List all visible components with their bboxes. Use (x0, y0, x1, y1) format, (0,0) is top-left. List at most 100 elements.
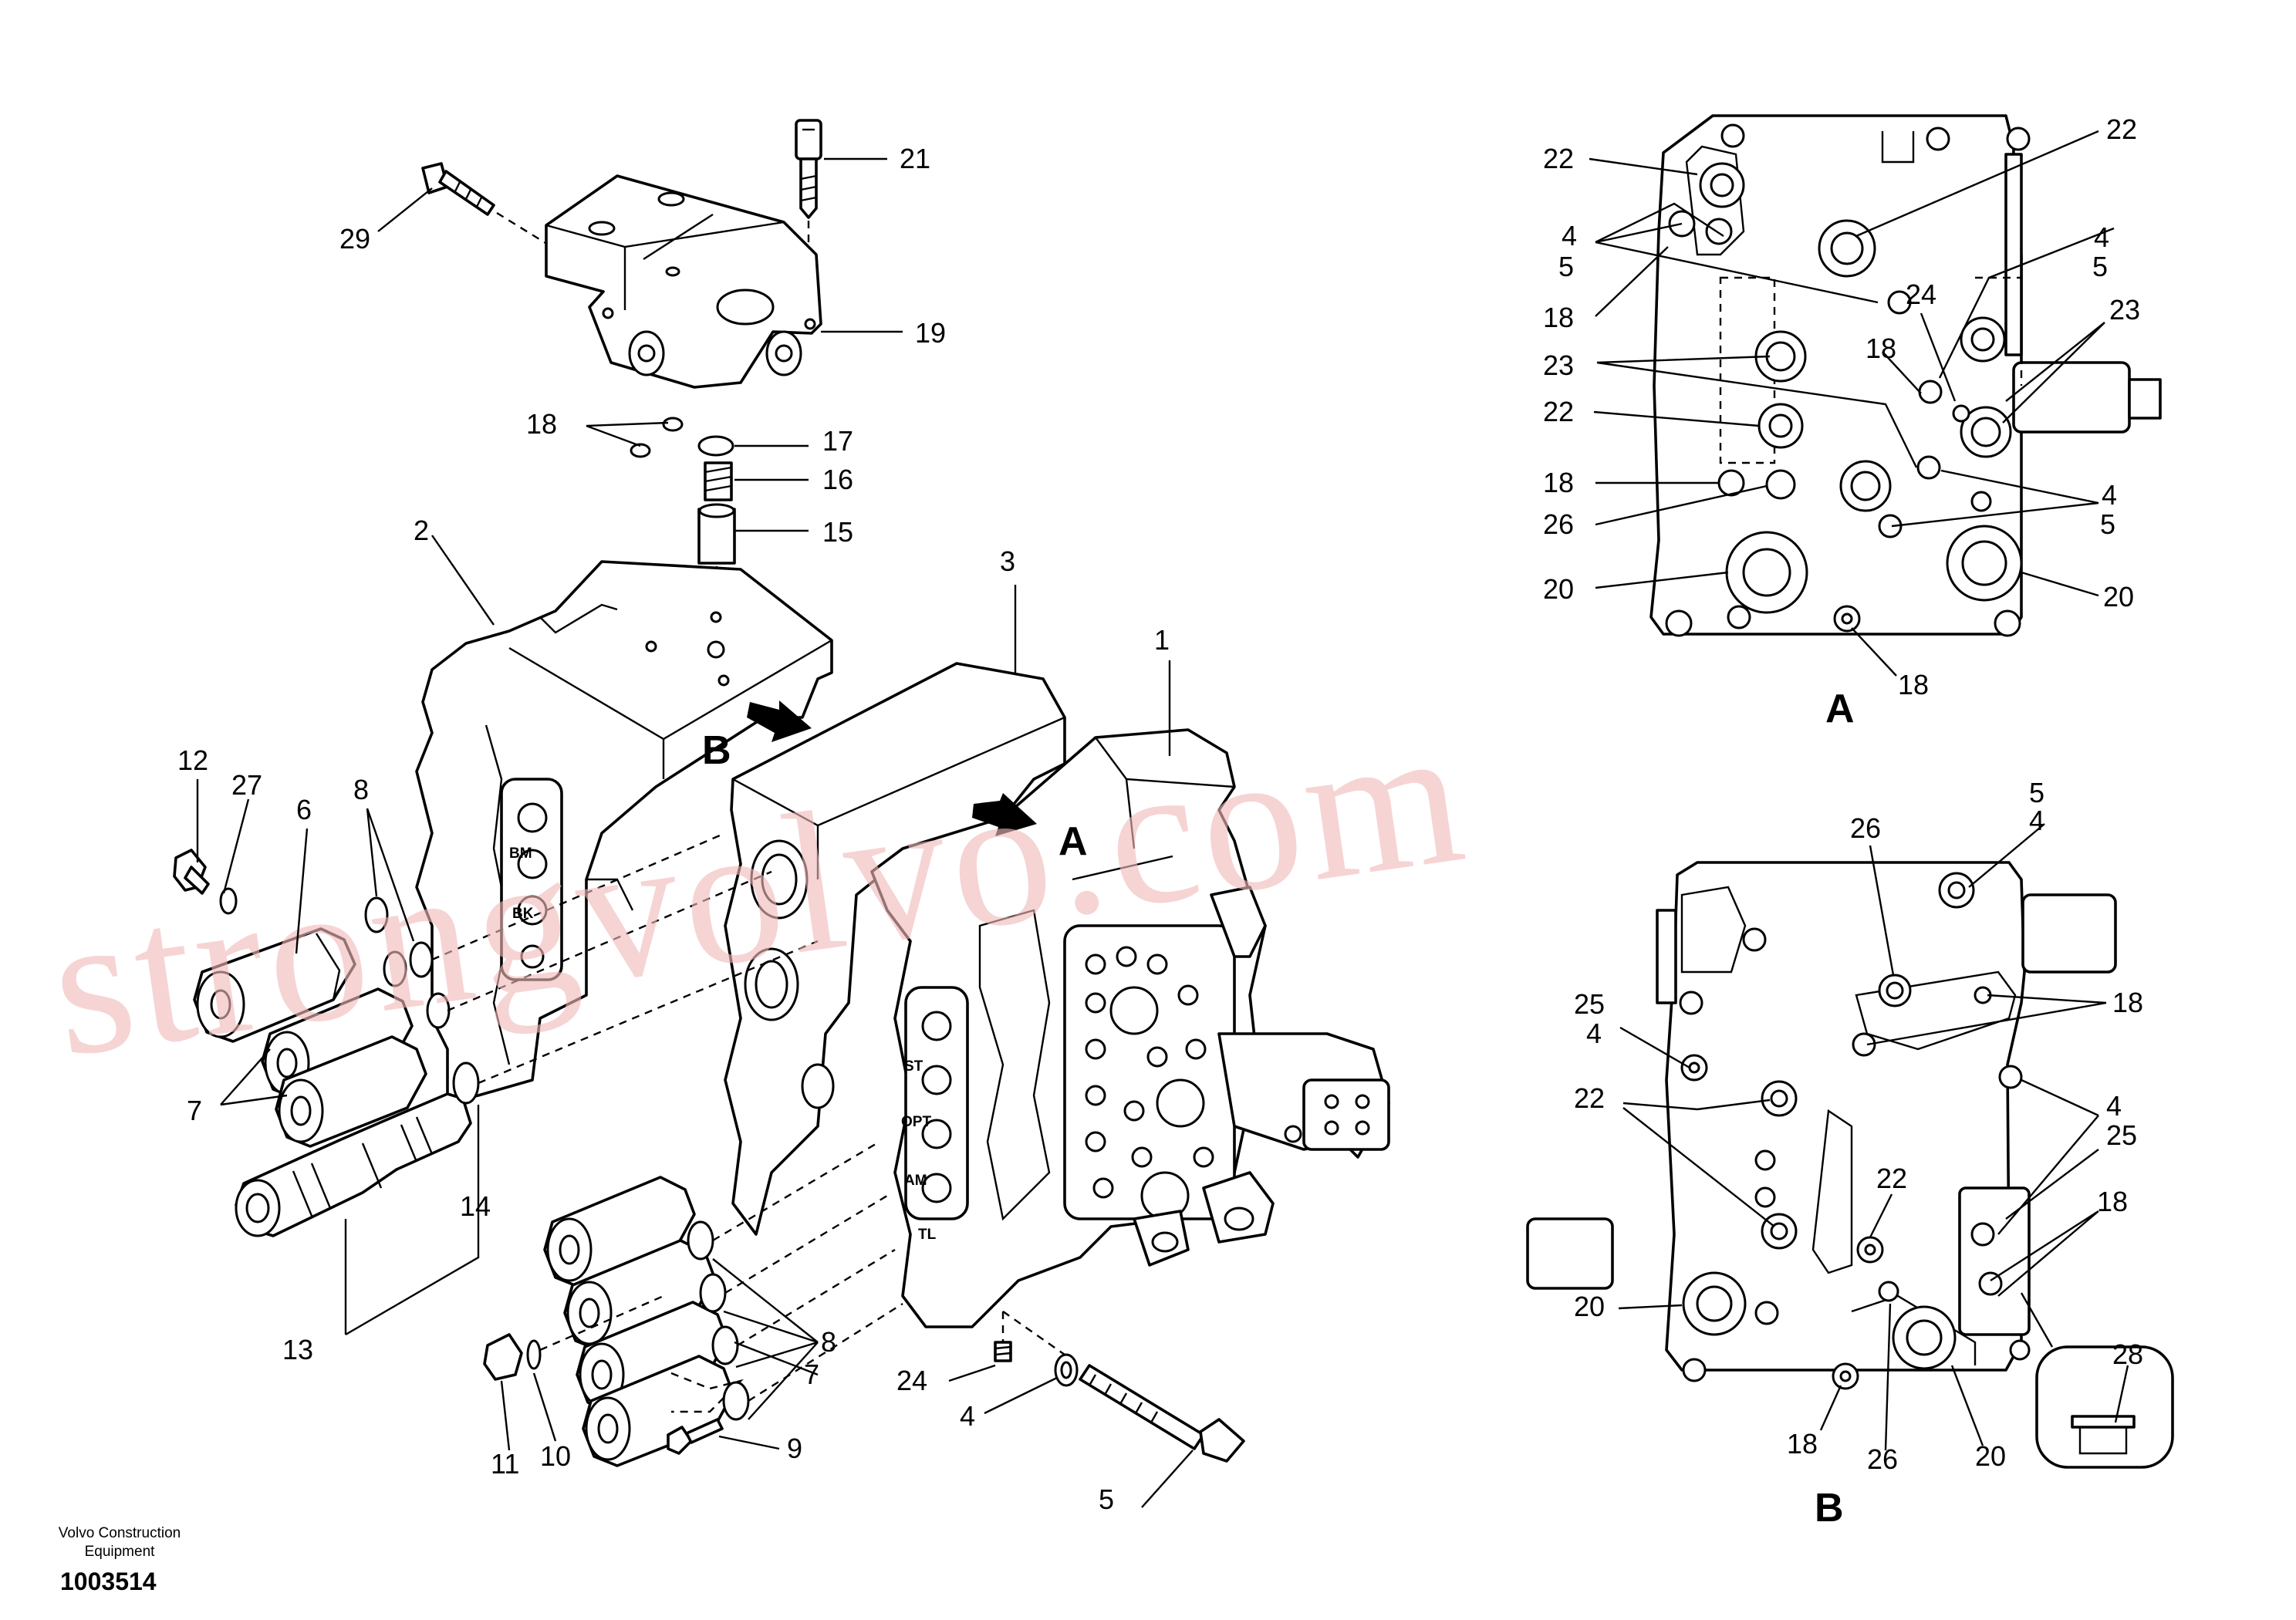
svg-text:4: 4 (2102, 479, 2117, 511)
callouts-view-a: 22 22 4 5 18 24 4 5 23 23 18 22 18 26 4 … (1543, 113, 2140, 731)
part-bolt-29 (421, 162, 550, 247)
port-label-tl: TL (918, 1227, 937, 1243)
callout-24: 24 (896, 1365, 927, 1396)
view-a-drawing (1649, 114, 2162, 637)
leader-lines (196, 130, 2129, 1508)
svg-text:5: 5 (2029, 777, 2044, 808)
part-cover-19 (545, 174, 822, 389)
part-tie-bolt-5 (1002, 1311, 1245, 1463)
callout-8-left: 8 (353, 774, 369, 805)
svg-text:22: 22 (1543, 396, 1574, 427)
port-label-bm: BM (509, 845, 532, 862)
svg-text:25: 25 (2106, 1119, 2137, 1151)
view-b-title: B (1815, 1486, 1844, 1531)
svg-text:5: 5 (2100, 508, 2115, 540)
svg-text:18: 18 (1787, 1428, 1818, 1460)
svg-text:20: 20 (1574, 1291, 1605, 1322)
callout-17: 17 (822, 425, 853, 457)
svg-text:26: 26 (1867, 1443, 1898, 1475)
svg-text:22: 22 (1543, 143, 1574, 174)
part-fitting-12 (173, 849, 238, 915)
callout-15: 15 (822, 516, 853, 548)
svg-text:25: 25 (1574, 988, 1605, 1020)
credit-line-1: Volvo Construction (58, 1525, 181, 1541)
callout-13: 13 (282, 1334, 313, 1365)
part-plug-24 (994, 1311, 1012, 1362)
part-valve-section-2: BM BK (415, 560, 833, 1105)
svg-text:5: 5 (1558, 251, 1574, 282)
view-a-title: A (1825, 687, 1855, 731)
callout-14: 14 (460, 1190, 491, 1222)
port-label-bk: BK (512, 906, 534, 922)
svg-text:28: 28 (2112, 1338, 2143, 1370)
callouts-main: 21 29 19 18 17 16 15 2 3 1 12 27 6 8 7 1… (177, 143, 1170, 1515)
callout-7-left: 7 (187, 1095, 202, 1126)
svg-text:5: 5 (2092, 251, 2108, 282)
svg-text:24: 24 (1906, 278, 1936, 310)
view-arrow-b: B (702, 700, 812, 773)
part-relief-valve-13 (235, 1092, 472, 1237)
face-holes (1085, 946, 1214, 1220)
callout-4: 4 (960, 1400, 975, 1432)
view-arrow-a: A (972, 793, 1088, 864)
svg-text:20: 20 (1975, 1440, 2006, 1472)
svg-text:20: 20 (1543, 573, 1574, 605)
callouts-view-b: 5 4 26 18 25 4 22 4 25 22 18 20 18 26 20… (1574, 777, 2143, 1531)
svg-text:18: 18 (1866, 332, 1896, 364)
view-b-drawing (1526, 861, 2174, 1469)
svg-text:18: 18 (2097, 1186, 2128, 1217)
callout-19: 19 (915, 317, 946, 349)
part-valve-section-1: ST OPT AM TL (870, 728, 1390, 1328)
callout-2: 2 (414, 515, 429, 546)
port-label-st: ST (904, 1058, 923, 1075)
svg-text:26: 26 (1850, 812, 1881, 844)
svg-text:A: A (1059, 819, 1088, 864)
callout-9: 9 (787, 1433, 802, 1464)
callout-7-bottom: 7 (804, 1358, 819, 1390)
part-orings-8-left (364, 832, 819, 1105)
callout-16: 16 (822, 464, 853, 495)
svg-text:22: 22 (1876, 1163, 1907, 1194)
credit-line-2: Equipment (84, 1544, 155, 1560)
part-orings-8-bottom (687, 1140, 903, 1421)
svg-text:4: 4 (2029, 805, 2044, 836)
callout-29: 29 (339, 223, 370, 255)
part-solenoid-6 (193, 927, 356, 1043)
callout-5: 5 (1099, 1483, 1114, 1515)
svg-text:23: 23 (2109, 294, 2140, 326)
svg-text:4: 4 (2106, 1090, 2122, 1122)
publisher-credit: Volvo Construction Equipment (31, 1524, 208, 1561)
callout-10: 10 (540, 1440, 571, 1472)
drawing-number: 1003514 (60, 1568, 157, 1595)
callout-3: 3 (1000, 545, 1015, 577)
svg-text:18: 18 (1543, 467, 1574, 498)
svg-text:18: 18 (2112, 987, 2143, 1018)
part-bolt-9 (667, 1418, 724, 1455)
port-label-opt: OPT (901, 1114, 931, 1130)
svg-text:4: 4 (2094, 221, 2109, 253)
svg-text:22: 22 (1574, 1082, 1605, 1114)
part-plug-11 (483, 1294, 664, 1381)
svg-text:20: 20 (2103, 581, 2134, 613)
callout-6: 6 (296, 794, 312, 825)
svg-text:4: 4 (1586, 1018, 1602, 1049)
svg-text:26: 26 (1543, 508, 1574, 540)
callout-27: 27 (231, 769, 262, 801)
part-solenoids-bottom (543, 1176, 744, 1467)
part-solenoid-7b (275, 1035, 427, 1148)
svg-text:22: 22 (2106, 113, 2137, 145)
callout-8-bottom: 8 (821, 1326, 836, 1358)
port-label-am: AM (904, 1173, 927, 1189)
callout-1: 1 (1154, 624, 1170, 656)
callout-12: 12 (177, 744, 208, 776)
svg-text:4: 4 (1562, 220, 1577, 251)
svg-text:18: 18 (1898, 669, 1929, 700)
callout-11: 11 (491, 1448, 519, 1480)
part-small-seals (630, 417, 736, 656)
svg-text:23: 23 (1543, 349, 1574, 381)
callout-21: 21 (900, 143, 930, 174)
svg-text:B: B (702, 728, 731, 773)
svg-text:18: 18 (1543, 302, 1574, 333)
callout-18: 18 (526, 408, 557, 440)
